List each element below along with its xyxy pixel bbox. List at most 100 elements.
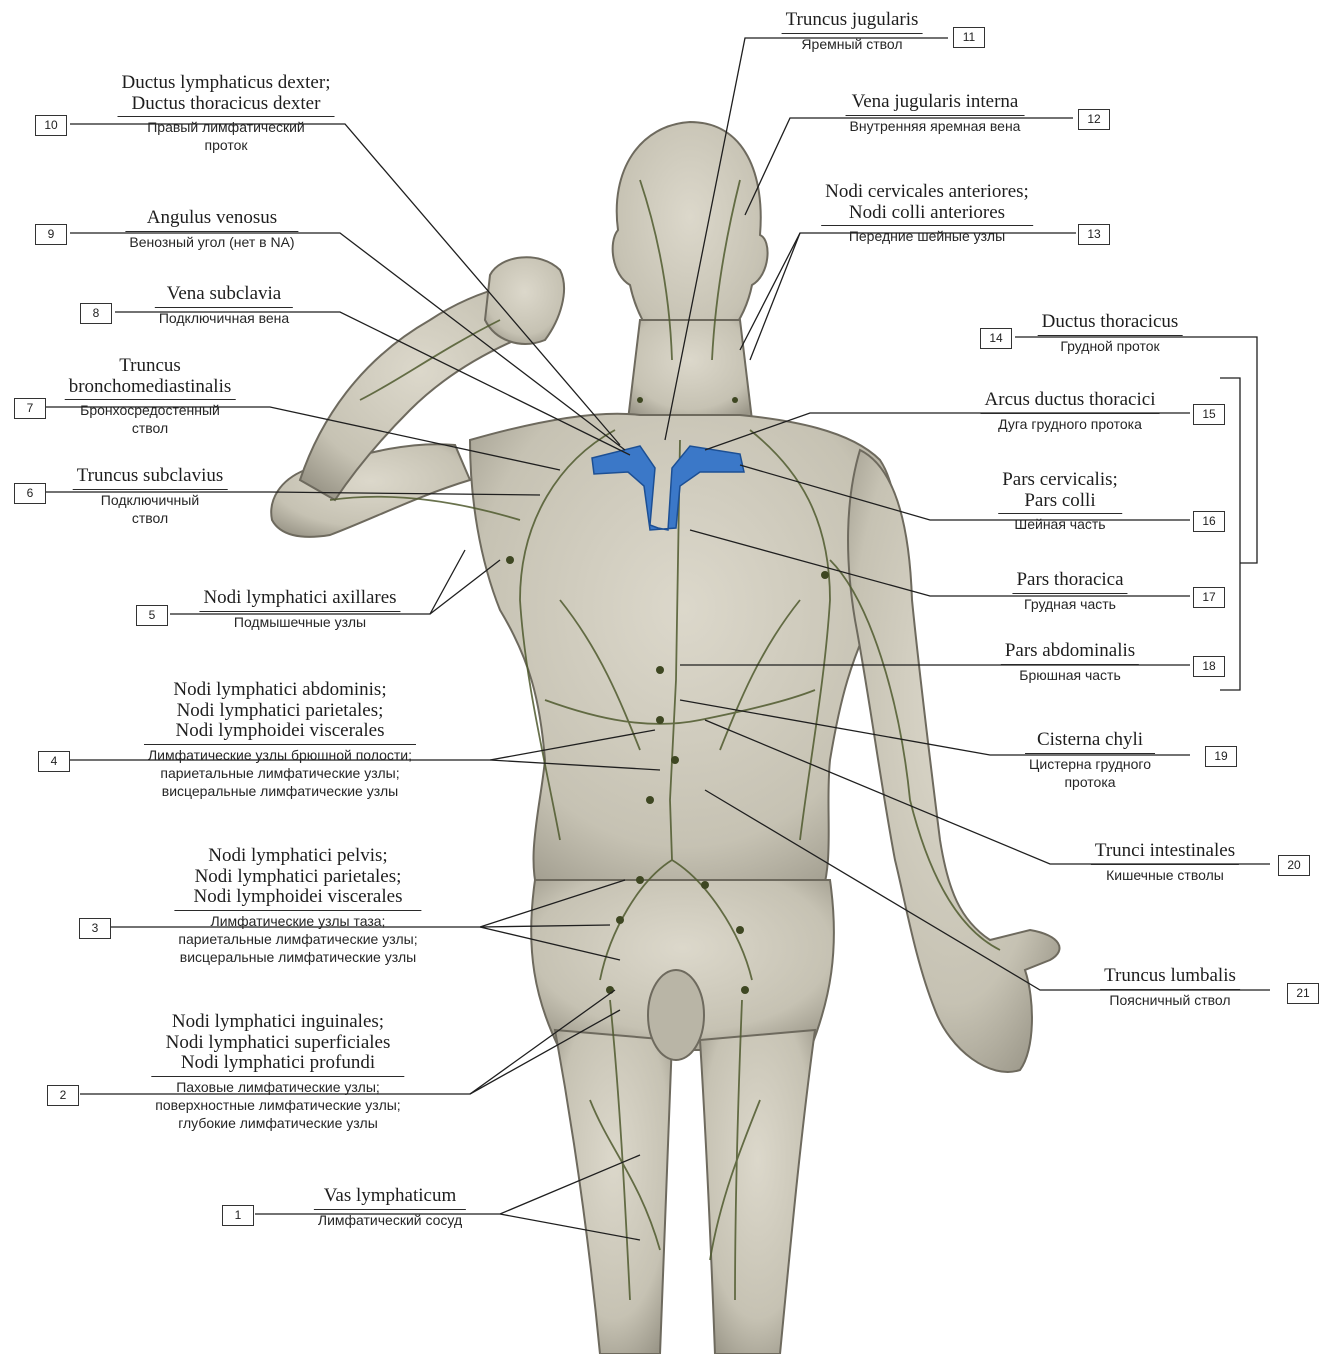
number-box-20: 20 bbox=[1278, 855, 1310, 876]
label-underline bbox=[151, 1076, 404, 1077]
right-leg bbox=[555, 1030, 672, 1354]
number-box-18: 18 bbox=[1193, 656, 1225, 677]
number-box-6: 6 bbox=[14, 483, 46, 504]
latin-term: Nodi lymphatici axillares bbox=[203, 588, 396, 609]
hanging-arm bbox=[848, 450, 1059, 1072]
label-underline bbox=[998, 513, 1122, 514]
latin-term: Nodi lymphoidei viscerales bbox=[148, 721, 412, 742]
label-underline bbox=[1038, 335, 1183, 336]
torso bbox=[470, 414, 897, 900]
label-9: Angulus venosusВенозный угол (нет в NA) bbox=[129, 208, 294, 250]
number-box-12: 12 bbox=[1078, 109, 1110, 130]
label-2: Nodi lymphatici inguinales;Nodi lymphati… bbox=[155, 1012, 400, 1131]
russian-term: Подмышечные узлы bbox=[203, 615, 396, 630]
number-box-19: 19 bbox=[1205, 746, 1237, 767]
label-3: Nodi lymphatici pelvis;Nodi lymphatici p… bbox=[178, 846, 417, 965]
latin-term: Angulus venosus bbox=[129, 208, 294, 229]
number-box-15: 15 bbox=[1193, 404, 1225, 425]
latin-term: Nodi lymphatici pelvis; bbox=[178, 846, 417, 867]
latin-term: Truncus jugularis bbox=[786, 10, 919, 31]
russian-term: Подключичная вена bbox=[159, 311, 289, 326]
latin-term: Nodi lymphatici parietales; bbox=[148, 701, 412, 722]
neck bbox=[628, 320, 752, 420]
latin-term: Cisterna chyli bbox=[1029, 730, 1151, 751]
label-underline bbox=[981, 413, 1160, 414]
russian-term: висцеральные лимфатические узлы bbox=[178, 950, 417, 965]
label-underline bbox=[1100, 989, 1240, 990]
label-underline bbox=[314, 1209, 466, 1210]
russian-term: Передние шейные узлы bbox=[825, 229, 1029, 244]
latin-term: Nodi lymphatici abdominis; bbox=[148, 680, 412, 701]
latin-term: Trunci intestinales bbox=[1095, 841, 1235, 862]
latin-term: Truncus lumbalis bbox=[1104, 966, 1236, 987]
latin-term: Pars thoracica bbox=[1016, 570, 1123, 591]
russian-term: Лимфатический сосуд bbox=[318, 1213, 462, 1228]
label-underline bbox=[1001, 664, 1139, 665]
label-underline bbox=[846, 115, 1025, 116]
label-16: Pars cervicalis;Pars colliШейная часть bbox=[1002, 470, 1118, 532]
label-underline bbox=[144, 744, 416, 745]
latin-term: Pars abdominalis bbox=[1005, 641, 1135, 662]
label-underline bbox=[65, 399, 236, 400]
latin-term: Nodi colli anteriores bbox=[825, 203, 1029, 224]
label-underline bbox=[199, 611, 400, 612]
russian-term: Дуга грудного протока bbox=[985, 417, 1156, 432]
label-4: Nodi lymphatici abdominis;Nodi lymphatic… bbox=[148, 680, 412, 799]
latin-term: Nodi lymphatici parietales; bbox=[178, 867, 417, 888]
latin-term: Arcus ductus thoracici bbox=[985, 390, 1156, 411]
latin-term: Ductus thoracicus bbox=[1042, 312, 1179, 333]
russian-term: Поясничный ствол bbox=[1104, 993, 1236, 1008]
number-box-3: 3 bbox=[79, 918, 111, 939]
latin-term: Nodi lymphoidei viscerales bbox=[178, 887, 417, 908]
label-underline bbox=[125, 231, 298, 232]
number-box-1: 1 bbox=[222, 1205, 254, 1226]
number-box-16: 16 bbox=[1193, 511, 1225, 532]
latin-term: Vena jugularis interna bbox=[850, 92, 1021, 113]
russian-term: Яремный ствол bbox=[786, 37, 919, 52]
latin-term: Nodi lymphatici superficiales bbox=[155, 1033, 400, 1054]
number-box-17: 17 bbox=[1193, 587, 1225, 608]
label-5: Nodi lymphatici axillaresПодмышечные узл… bbox=[203, 588, 396, 630]
russian-term: Лимфатические узлы брюшной полости; bbox=[148, 748, 412, 763]
russian-term: Правый лимфатический bbox=[122, 120, 331, 135]
latin-term: Truncus subclavius bbox=[77, 466, 224, 487]
raised-arm bbox=[271, 444, 470, 537]
latin-term: Vena subclavia bbox=[159, 284, 289, 305]
number-box-5: 5 bbox=[136, 605, 168, 626]
label-underline bbox=[155, 307, 293, 308]
number-box-21: 21 bbox=[1287, 983, 1319, 1004]
label-underline bbox=[1091, 864, 1239, 865]
latin-term: Nodi cervicales anteriores; bbox=[825, 182, 1029, 203]
russian-term: проток bbox=[122, 138, 331, 153]
latin-term: Ductus lymphaticus dexter; bbox=[122, 73, 331, 94]
russian-term: протока bbox=[1029, 775, 1151, 790]
russian-term: париетальные лимфатические узлы; bbox=[148, 766, 412, 781]
label-underline bbox=[174, 910, 421, 911]
russian-term: Лимфатические узлы таза; bbox=[178, 914, 417, 929]
number-box-13: 13 bbox=[1078, 224, 1110, 245]
latin-term: Vas lymphaticum bbox=[318, 1186, 462, 1207]
latin-term: Pars cervicalis; bbox=[1002, 470, 1118, 491]
label-8: Vena subclaviaПодключичная вена bbox=[159, 284, 289, 326]
number-box-11: 11 bbox=[953, 27, 985, 48]
latin-term: Nodi lymphatici profundi bbox=[155, 1053, 400, 1074]
number-box-7: 7 bbox=[14, 398, 46, 419]
number-box-8: 8 bbox=[80, 303, 112, 324]
russian-term: глубокие лимфатические узлы bbox=[155, 1116, 400, 1131]
label-underline bbox=[782, 33, 923, 34]
label-13: Nodi cervicales anteriores;Nodi colli an… bbox=[825, 182, 1029, 244]
russian-term: париетальные лимфатические узлы; bbox=[178, 932, 417, 947]
label-underline bbox=[1012, 593, 1127, 594]
genitals bbox=[648, 970, 704, 1060]
russian-term: Венозный угол (нет в NA) bbox=[129, 235, 294, 250]
label-18: Pars abdominalisБрюшная часть bbox=[1005, 641, 1135, 683]
russian-term: Внутренняя яремная вена bbox=[850, 119, 1021, 134]
russian-term: Кишечные стволы bbox=[1095, 868, 1235, 883]
russian-term: Паховые лимфатические узлы; bbox=[155, 1080, 400, 1095]
russian-term: поверхностные лимфатические узлы; bbox=[155, 1098, 400, 1113]
